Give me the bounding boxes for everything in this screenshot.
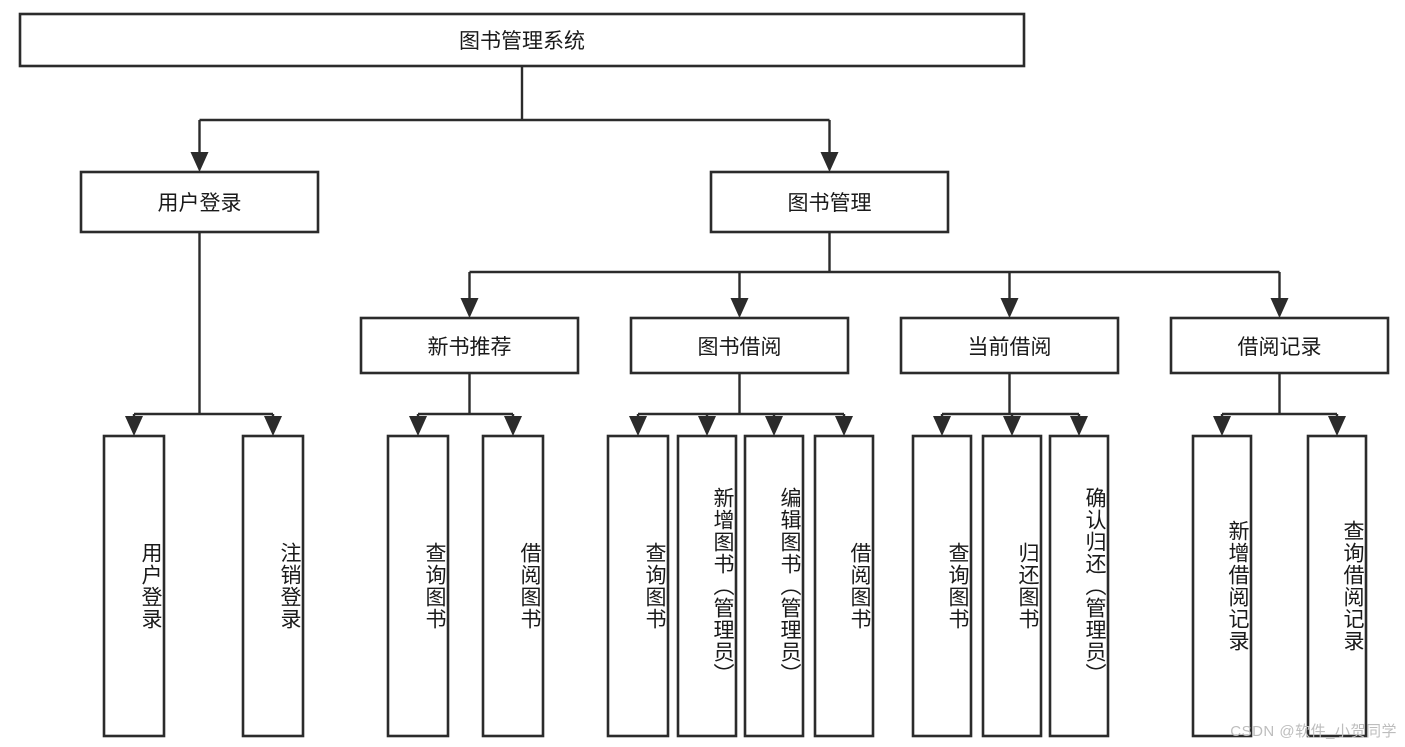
arrow-head-icon-leaf-cur-return-book <box>1003 416 1021 436</box>
node-box-root[interactable] <box>18 12 1026 68</box>
node-box-leaf-borrow-add-book[interactable] <box>676 434 738 738</box>
arrow-head-icon-current-borrow <box>1000 298 1019 318</box>
boxes-layer <box>18 12 1390 738</box>
arrow-head-icon-leaf-borrow-borrow-book <box>835 416 853 436</box>
edges-layer <box>125 66 1346 436</box>
node-box-book-borrow[interactable] <box>629 316 850 375</box>
node-box-book-manage[interactable] <box>709 170 950 234</box>
arrow-head-icon-user-login <box>190 152 209 172</box>
arrow-head-icon-leaf-borrow-add-book <box>698 416 716 436</box>
node-box-leaf-user-logout[interactable] <box>241 434 305 738</box>
arrow-head-icon-leaf-borrow-edit-book <box>765 416 783 436</box>
arrow-head-icon-leaf-rec-add-record <box>1213 416 1231 436</box>
arrow-head-icon-leaf-borrow-query-book <box>629 416 647 436</box>
node-box-new-book-rec[interactable] <box>359 316 580 375</box>
node-box-leaf-cur-query-book[interactable] <box>911 434 973 738</box>
arrow-head-icon-book-borrow <box>730 298 749 318</box>
arrow-head-icon-leaf-rec-query-record <box>1328 416 1346 436</box>
node-box-leaf-borrow-query-book[interactable] <box>606 434 670 738</box>
arrow-head-icon-new-book-rec <box>460 298 479 318</box>
node-box-leaf-rec-add-record[interactable] <box>1191 434 1253 738</box>
arrow-head-icon-book-manage <box>820 152 839 172</box>
arrow-head-icon-leaf-rec-query-book <box>409 416 427 436</box>
node-box-leaf-rec-borrow-book[interactable] <box>481 434 545 738</box>
node-box-leaf-cur-return-book[interactable] <box>981 434 1043 738</box>
node-box-current-borrow[interactable] <box>899 316 1120 375</box>
arrow-head-icon-leaf-user-logout <box>264 416 282 436</box>
node-box-leaf-borrow-edit-book[interactable] <box>743 434 805 738</box>
node-box-leaf-borrow-borrow-book[interactable] <box>813 434 875 738</box>
node-box-borrow-record[interactable] <box>1169 316 1390 375</box>
arrow-head-icon-leaf-cur-query-book <box>933 416 951 436</box>
node-box-leaf-rec-query-book[interactable] <box>386 434 450 738</box>
node-box-leaf-cur-confirm-return[interactable] <box>1048 434 1110 738</box>
node-box-user-login[interactable] <box>79 170 320 234</box>
arrow-head-icon-borrow-record <box>1270 298 1289 318</box>
node-box-leaf-rec-query-record[interactable] <box>1306 434 1368 738</box>
arrow-head-icon-leaf-rec-borrow-book <box>504 416 522 436</box>
node-box-leaf-user-login[interactable] <box>102 434 166 738</box>
arrow-head-icon-leaf-cur-confirm-return <box>1070 416 1088 436</box>
arrow-head-icon-leaf-user-login <box>125 416 143 436</box>
